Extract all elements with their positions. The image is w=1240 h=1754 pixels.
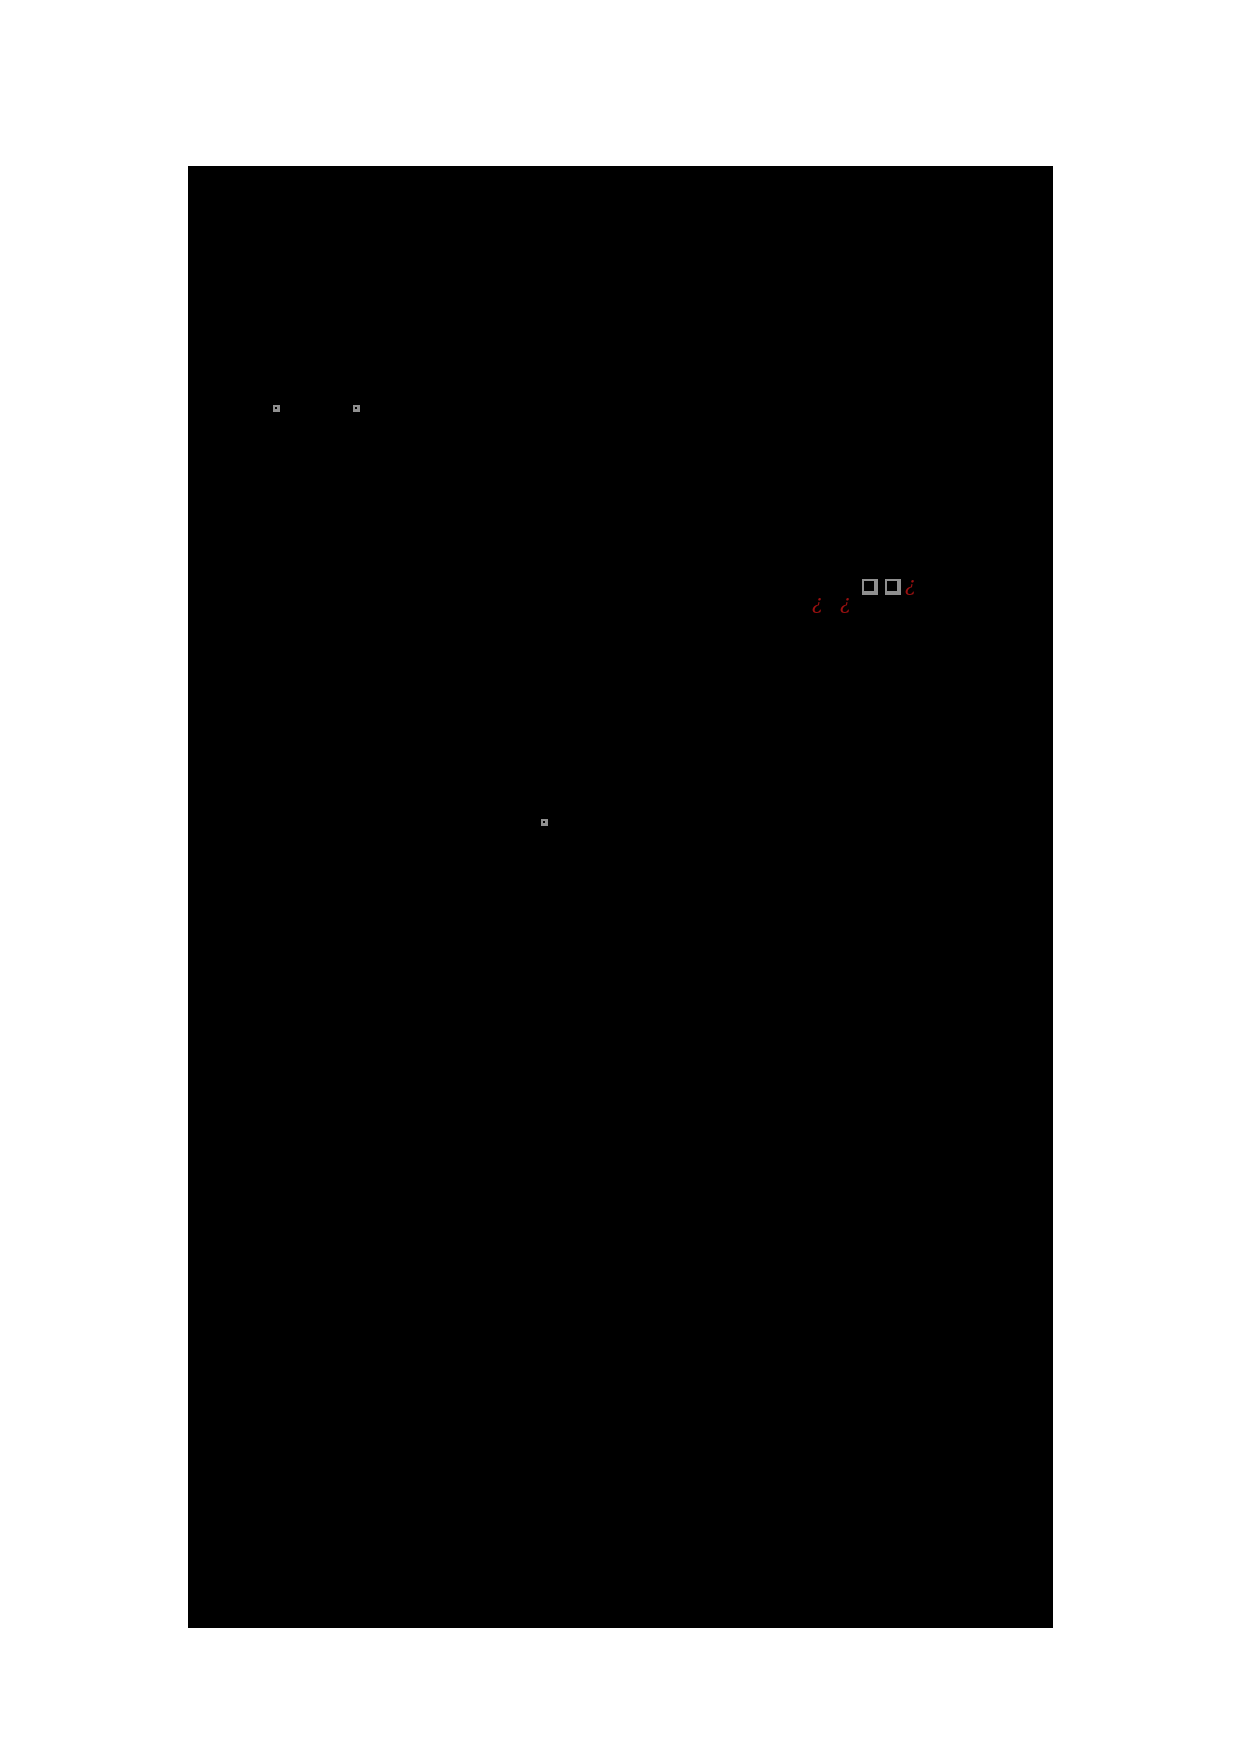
inverted-question-mark: ¿ <box>812 590 823 614</box>
missing-glyph-icon <box>885 579 901 595</box>
inverted-question-mark: ¿ <box>840 590 851 614</box>
inverted-question-mark: ¿ <box>905 572 916 596</box>
missing-glyph-icon <box>541 819 548 826</box>
document-content-area <box>188 166 1053 1628</box>
missing-glyph-icon <box>862 579 878 595</box>
missing-glyph-icon <box>353 405 360 412</box>
missing-glyph-icon <box>273 405 280 412</box>
